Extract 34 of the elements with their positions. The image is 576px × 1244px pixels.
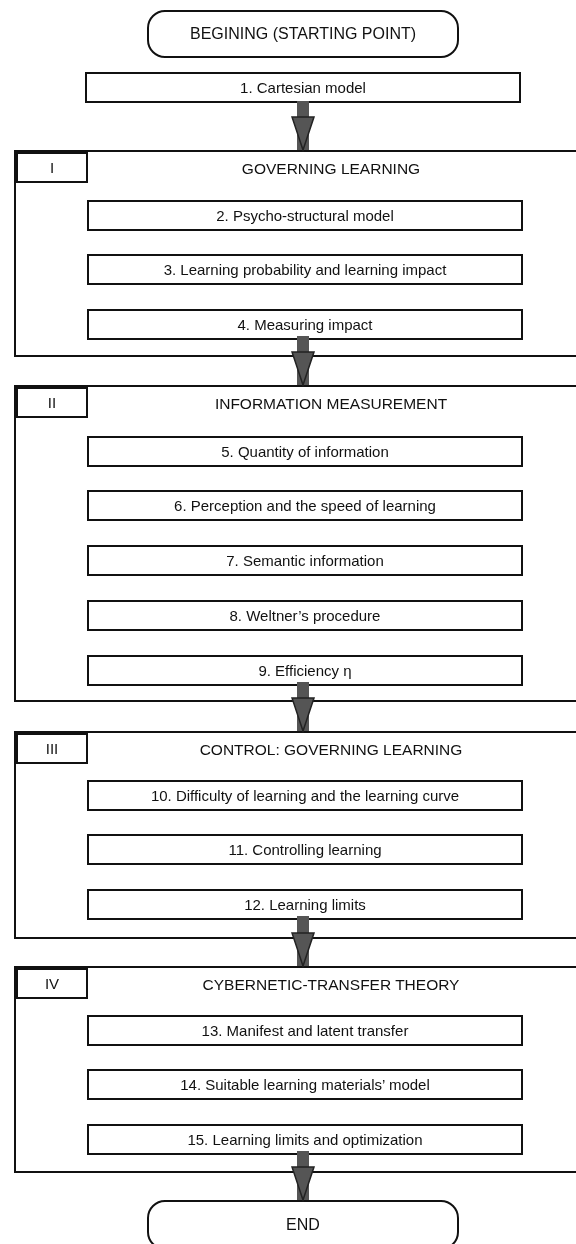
block-arrow [291, 336, 315, 386]
step-box: 10. Difficulty of learning and the learning curve [87, 780, 523, 811]
terminal-box: END [147, 1200, 459, 1244]
block-arrow [291, 916, 315, 967]
section-number-tab: II [16, 387, 88, 418]
section-number-tab: IV [16, 968, 88, 999]
step-box: 15. Learning limits and optimization [87, 1124, 523, 1155]
section-heading: INFORMATION MEASUREMENT [213, 395, 449, 413]
step-box: 9. Efficiency η [87, 655, 523, 686]
section-number-tab: I [16, 152, 88, 183]
step-box: 4. Measuring impact [87, 309, 523, 340]
section-heading: CONTROL: GOVERNING LEARNING [198, 741, 464, 759]
block-arrow [291, 1151, 315, 1201]
section-panel [14, 385, 576, 702]
block-arrow [291, 682, 315, 732]
step-box: 8. Weltner’s procedure [87, 600, 523, 631]
section-panel [14, 731, 576, 939]
step-box: 14. Suitable learning materials’ model [87, 1069, 523, 1100]
section-heading: CYBERNETIC-TRANSFER THEORY [201, 976, 461, 994]
step-box: 6. Perception and the speed of learning [87, 490, 523, 521]
step-box: 5. Quantity of information [87, 436, 523, 467]
step-box: 13. Manifest and latent transfer [87, 1015, 523, 1046]
section-panel [14, 966, 576, 1173]
block-arrow [291, 101, 315, 151]
section-number-tab: III [16, 733, 88, 764]
terminal-box: BEGINING (STARTING POINT) [147, 10, 459, 58]
step-box: 11. Controlling learning [87, 834, 523, 865]
section-panel [14, 150, 576, 357]
step-box: 7. Semantic information [87, 545, 523, 576]
step-box: 1. Cartesian model [85, 72, 521, 103]
step-box: 3. Learning probability and learning impact [87, 254, 523, 285]
step-box: 2. Psycho-structural model [87, 200, 523, 231]
section-heading: GOVERNING LEARNING [240, 160, 422, 178]
step-box: 12. Learning limits [87, 889, 523, 920]
